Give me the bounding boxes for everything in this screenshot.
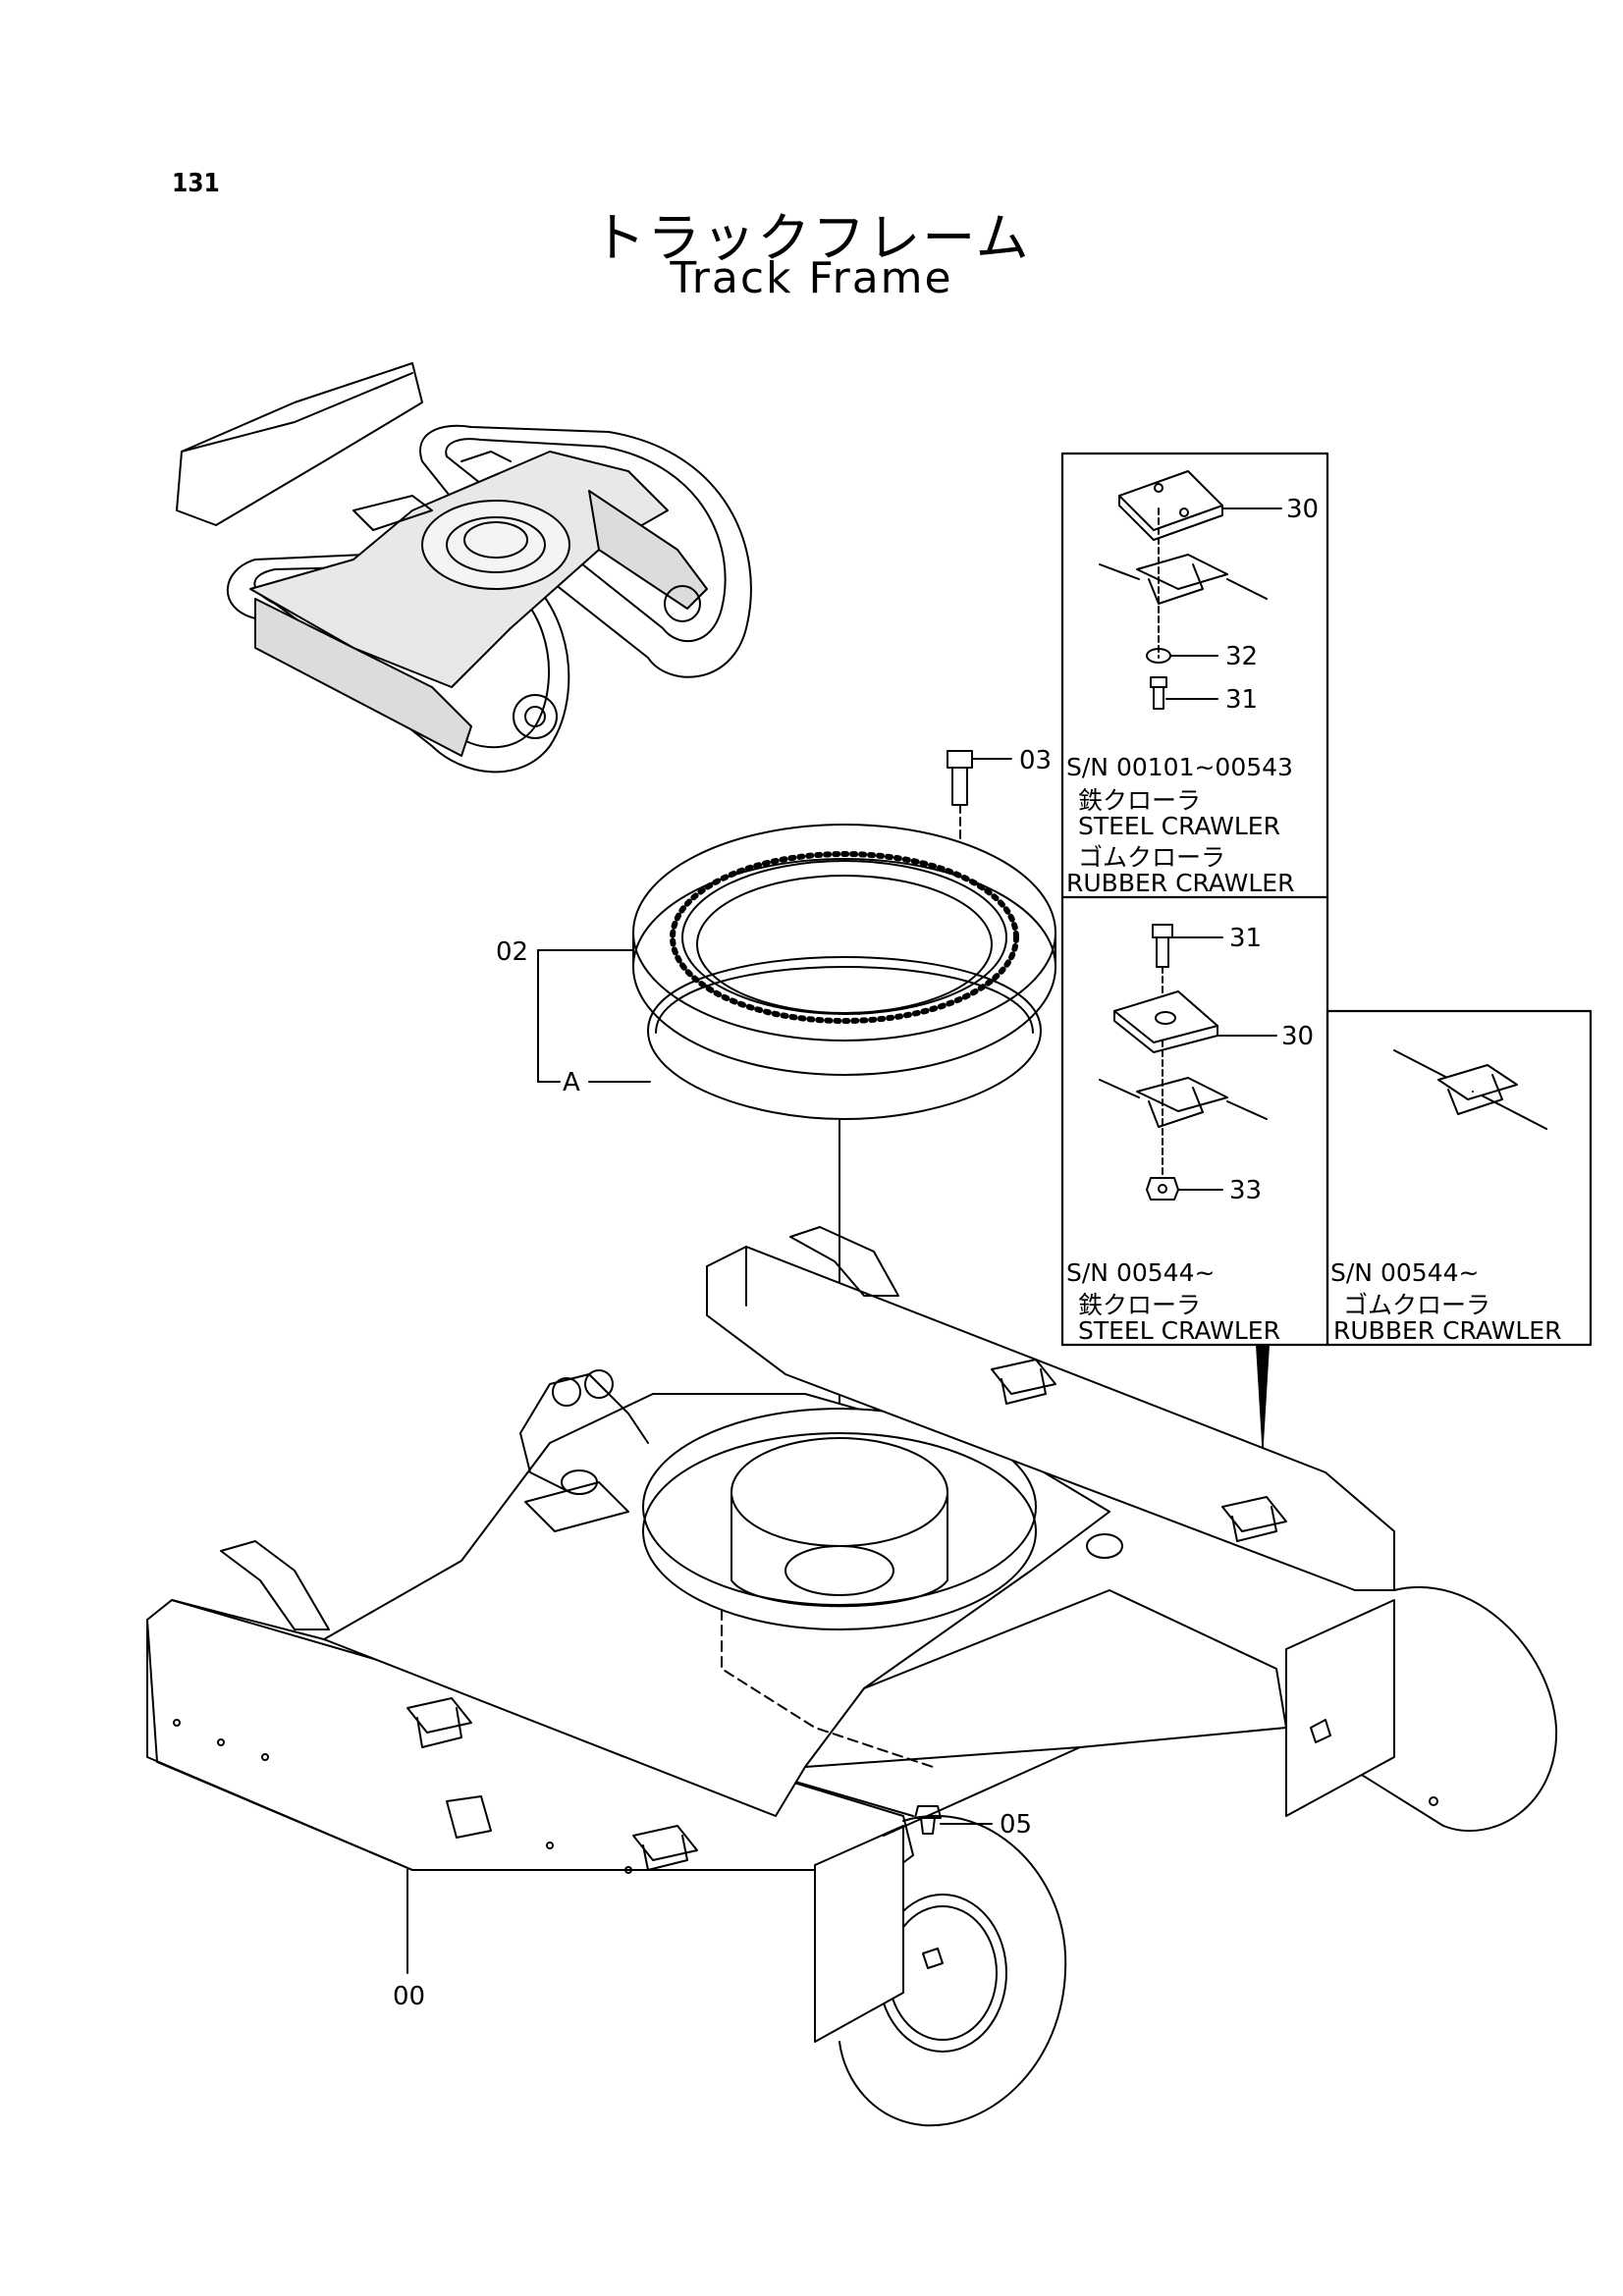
shoe-assembly-late-steel [1099,924,1277,1201]
early-rubber-en: RUBBER CRAWLER [1066,869,1294,897]
page-title-english: Track Frame [670,253,953,303]
machine-overview-illustration [176,362,752,774]
late-rubber-ja: ゴムクローラ [1343,1291,1490,1319]
callout-02: 02 [496,937,528,967]
page-title-japanese: トラックフレーム [592,207,1031,269]
callout-30-early: 30 [1286,495,1319,524]
callout-00: 00 [393,1982,425,2011]
plug-05 [914,1805,993,1835]
shoe-assembly-early [1099,470,1282,710]
late-rubber-en: RUBBER CRAWLER [1333,1316,1561,1345]
late-steel-en: STEEL CRAWLER [1078,1316,1280,1345]
early-serial-range: S/N 00101~00543 [1066,753,1293,781]
callout-31-early: 31 [1225,685,1258,715]
crawler-variant-boxes [1060,452,1593,1483]
late-steel-ja: 鉄クローラ [1078,1291,1201,1319]
early-steel-en: STEEL CRAWLER [1078,812,1280,840]
swing-bearing-02 [632,824,1056,1120]
shoe-assembly-late-rubber [1393,1049,1547,1130]
callout-31-late: 31 [1229,924,1262,953]
callout-03: 03 [1019,746,1052,775]
late-rubber-serial-range: S/N 00544~ [1330,1258,1479,1287]
early-steel-ja: 鉄クローラ [1078,786,1201,815]
callout-05: 05 [1000,1810,1032,1840]
callout-lines-02-A [537,949,651,1083]
track-frame-00 [146,1226,1558,2127]
early-rubber-ja: ゴムクローラ [1078,843,1225,872]
callout-A: A [563,1068,580,1097]
callout-32: 32 [1225,642,1258,671]
callout-33: 33 [1229,1176,1262,1205]
late-steel-serial-range: S/N 00544~ [1066,1258,1215,1287]
callout-30-late: 30 [1281,1022,1314,1051]
page-number: 131 [172,169,220,198]
